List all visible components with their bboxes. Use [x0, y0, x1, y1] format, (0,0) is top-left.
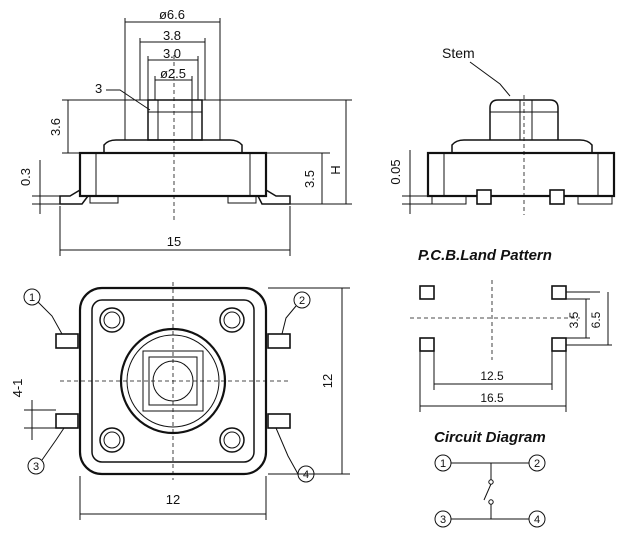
pin-callout-3 [27, 457, 45, 475]
dim-stem-38: 3.8 [163, 28, 181, 43]
pin-label-2: 2 [299, 295, 305, 307]
mount-hole-bl [99, 427, 125, 453]
circuit-title: Circuit Diagram [434, 429, 546, 446]
front-view: ø6.6 3.8 3.0 ø2.5 3 3.6 0.3 3.5 H [18, 7, 352, 256]
terminal-3 [55, 413, 79, 429]
front-body-inner [95, 152, 251, 197]
front-stem [147, 99, 203, 141]
dim-stem-cap: ø6.6 [159, 7, 185, 22]
dim-stem-30: 3.0 [163, 46, 181, 61]
dim-land-165: 16.5 [480, 391, 504, 405]
front-cap [103, 139, 243, 153]
side-stem [489, 99, 559, 140]
circuit-diagram: Circuit Diagram 1 2 3 4 [434, 429, 546, 528]
side-terminal-left [476, 189, 492, 205]
dim-ref-3: 3 [95, 81, 102, 96]
switch-contact-top [488, 479, 494, 485]
dim-width-12: 12 [166, 492, 180, 507]
circuit-pin-2-label: 2 [534, 458, 540, 470]
stem-label: Stem [442, 45, 475, 61]
dim-land-35: 3.5 [567, 311, 581, 328]
side-cap [451, 139, 593, 153]
front-leg-right [257, 189, 291, 205]
top-view: 1 2 3 4 4-1 12 12 [10, 282, 350, 520]
dim-pitch-4-1: 4-1 [10, 379, 25, 398]
mount-hole-tr [219, 307, 245, 333]
dim-height-36: 3.6 [48, 118, 63, 136]
side-body [426, 151, 616, 198]
mount-hole-br [219, 427, 245, 453]
mount-hole-tl [99, 307, 125, 333]
dim-land-65: 6.5 [589, 311, 603, 328]
pin-label-3: 3 [33, 461, 39, 473]
dim-height-12: 12 [320, 374, 335, 388]
front-leg-left [59, 189, 89, 205]
land-pad-bl [419, 337, 435, 352]
pin-callout-1 [23, 288, 41, 306]
land-pattern-title: P.C.B.Land Pattern [418, 247, 552, 264]
pin-callout-2 [293, 291, 311, 309]
terminal-4 [267, 413, 291, 429]
terminal-1 [55, 333, 79, 349]
dim-height-005: 0.05 [388, 159, 403, 184]
land-pattern: P.C.B.Land Pattern 3.5 6.5 12.5 16.5 [410, 247, 612, 412]
dim-height-35: 3.5 [302, 170, 317, 188]
pin-label-1: 1 [29, 292, 35, 304]
terminal-2 [267, 333, 291, 349]
side-terminal-right [549, 189, 565, 205]
circuit-pin-1-label: 1 [440, 458, 446, 470]
switch-lever [483, 483, 492, 501]
dim-stem-25: ø2.5 [160, 66, 186, 81]
dim-height-03: 0.3 [18, 168, 33, 186]
stem-leader [469, 61, 511, 97]
switch-contact-bottom [488, 499, 494, 505]
dim-land-125: 12.5 [480, 369, 504, 383]
land-pad-br [551, 337, 567, 352]
front-body [78, 151, 268, 198]
dim-height-H: H [328, 165, 343, 174]
land-pad-tl [419, 285, 435, 300]
side-view: Stem 0.05 [388, 45, 616, 215]
circuit-pin-4-label: 4 [534, 514, 540, 526]
pin-label-4: 4 [303, 469, 309, 481]
land-pad-tr [551, 285, 567, 300]
dim-width-15: 15 [167, 234, 181, 249]
circuit-pin-3-label: 3 [440, 514, 446, 526]
